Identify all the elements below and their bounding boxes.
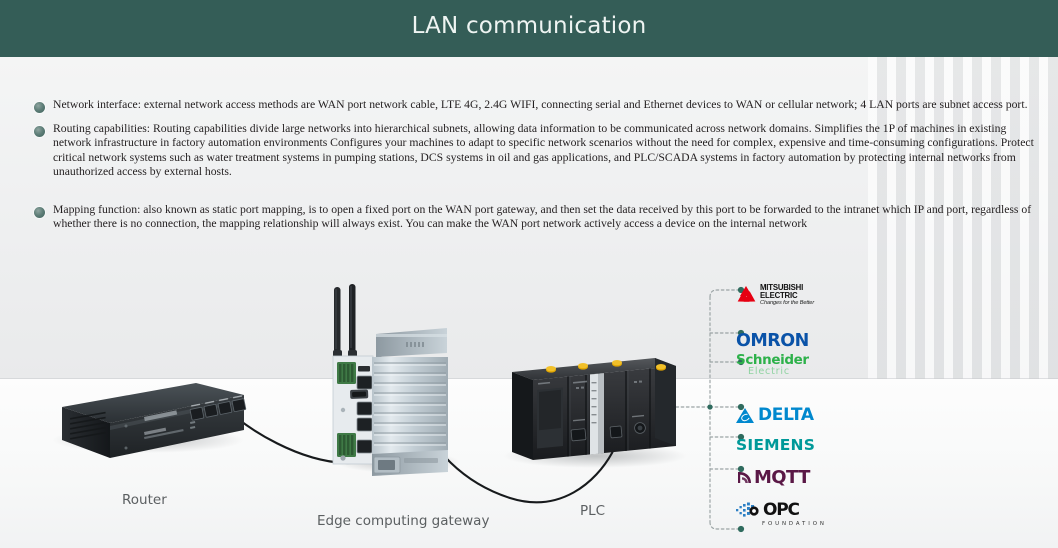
omron-wordmark: OMRON — [736, 331, 809, 351]
opc-foundation-text: FOUNDATION — [762, 521, 827, 527]
connector-lines — [675, 289, 742, 530]
schneider-wordmark: Schneider — [736, 352, 809, 368]
connector-node-omron — [737, 329, 745, 337]
mitsubishi-three-diamonds-icon — [734, 286, 758, 307]
connector-node-opc — [737, 525, 745, 533]
page-title: LAN communication — [411, 13, 647, 39]
gateway-lan-ports — [356, 375, 373, 454]
gateway-antennas — [333, 284, 357, 358]
serial-port — [350, 389, 369, 399]
bullet-item-routing-capabilities: Routing capabilities: Routing capabiliti… — [34, 122, 1046, 179]
bullet-text: Routing capabilities: Routing capabiliti… — [53, 122, 1034, 178]
device-plc — [512, 358, 676, 460]
opc-wordmark: OPC — [763, 500, 800, 520]
device-caption-router: Router — [122, 492, 167, 508]
mitsubishi-line2: ELECTRIC — [760, 290, 798, 300]
opc-dot-swarm-icon — [736, 502, 762, 519]
plc-terminal-screws — [546, 360, 666, 373]
bullet-dot-icon — [34, 207, 45, 219]
mitsubishi-line1: MITSUBISHI — [760, 282, 804, 292]
connector-node-mqtt — [737, 465, 745, 473]
plc-front-ports — [570, 422, 646, 442]
mitsubishi-tagline: Changes for the Better — [760, 299, 815, 306]
device-caption-plc: PLC — [580, 503, 606, 519]
gateway-heatsink — [372, 328, 448, 476]
network-diagram — [0, 250, 1058, 548]
schneider-subword: Electric — [748, 366, 790, 377]
brand-logo-list: MITSUBISHI ELECTRIC Changes for the Bett… — [734, 278, 856, 538]
siemens-wordmark: SIEMENS — [736, 436, 816, 454]
delta-triangle-icon — [736, 407, 755, 424]
connector-node-trunk — [707, 404, 713, 410]
brand-logo-siemens: SIEMENS — [736, 428, 848, 462]
brand-logo-mqtt: MQTT — [736, 460, 848, 494]
brand-logo-omron: OMRON — [736, 324, 848, 358]
diagram-canvas — [52, 284, 745, 533]
bullet-dot-icon — [34, 102, 45, 113]
connector-node-schneider — [737, 358, 745, 366]
brand-logo-schneider-electric: Schneider Electric — [736, 352, 848, 388]
connector-node-siemens — [737, 433, 745, 441]
brand-logo-delta: DELTA — [736, 398, 848, 432]
bullet-text: Mapping function: also known as static p… — [53, 203, 1032, 231]
delta-wordmark: DELTA — [758, 405, 814, 425]
device-edge-gateway — [332, 284, 448, 476]
background-stripe-pattern — [868, 57, 1058, 379]
mqtt-signal-waves-icon — [736, 469, 753, 485]
bullet-item-mapping-function: Mapping function: also known as static p… — [34, 203, 1046, 231]
bullet-text: Network interface: external network acce… — [53, 98, 1028, 111]
device-caption-gateway: Edge computing gateway — [317, 513, 490, 529]
bullet-list: Network interface: external network acce… — [34, 98, 1046, 240]
slide-header-bar: LAN communication — [0, 0, 1058, 57]
mqtt-wordmark: MQTT — [754, 466, 810, 488]
brand-logo-opc-foundation: OPC FOUNDATION — [736, 500, 848, 534]
brand-logo-mitsubishi: MITSUBISHI ELECTRIC Changes for the Bett… — [734, 278, 848, 312]
bullet-item-network-interface: Network interface: external network acce… — [34, 98, 1046, 113]
bullet-dot-icon — [34, 126, 45, 138]
router-port-bank — [189, 395, 247, 421]
device-router — [62, 383, 247, 458]
